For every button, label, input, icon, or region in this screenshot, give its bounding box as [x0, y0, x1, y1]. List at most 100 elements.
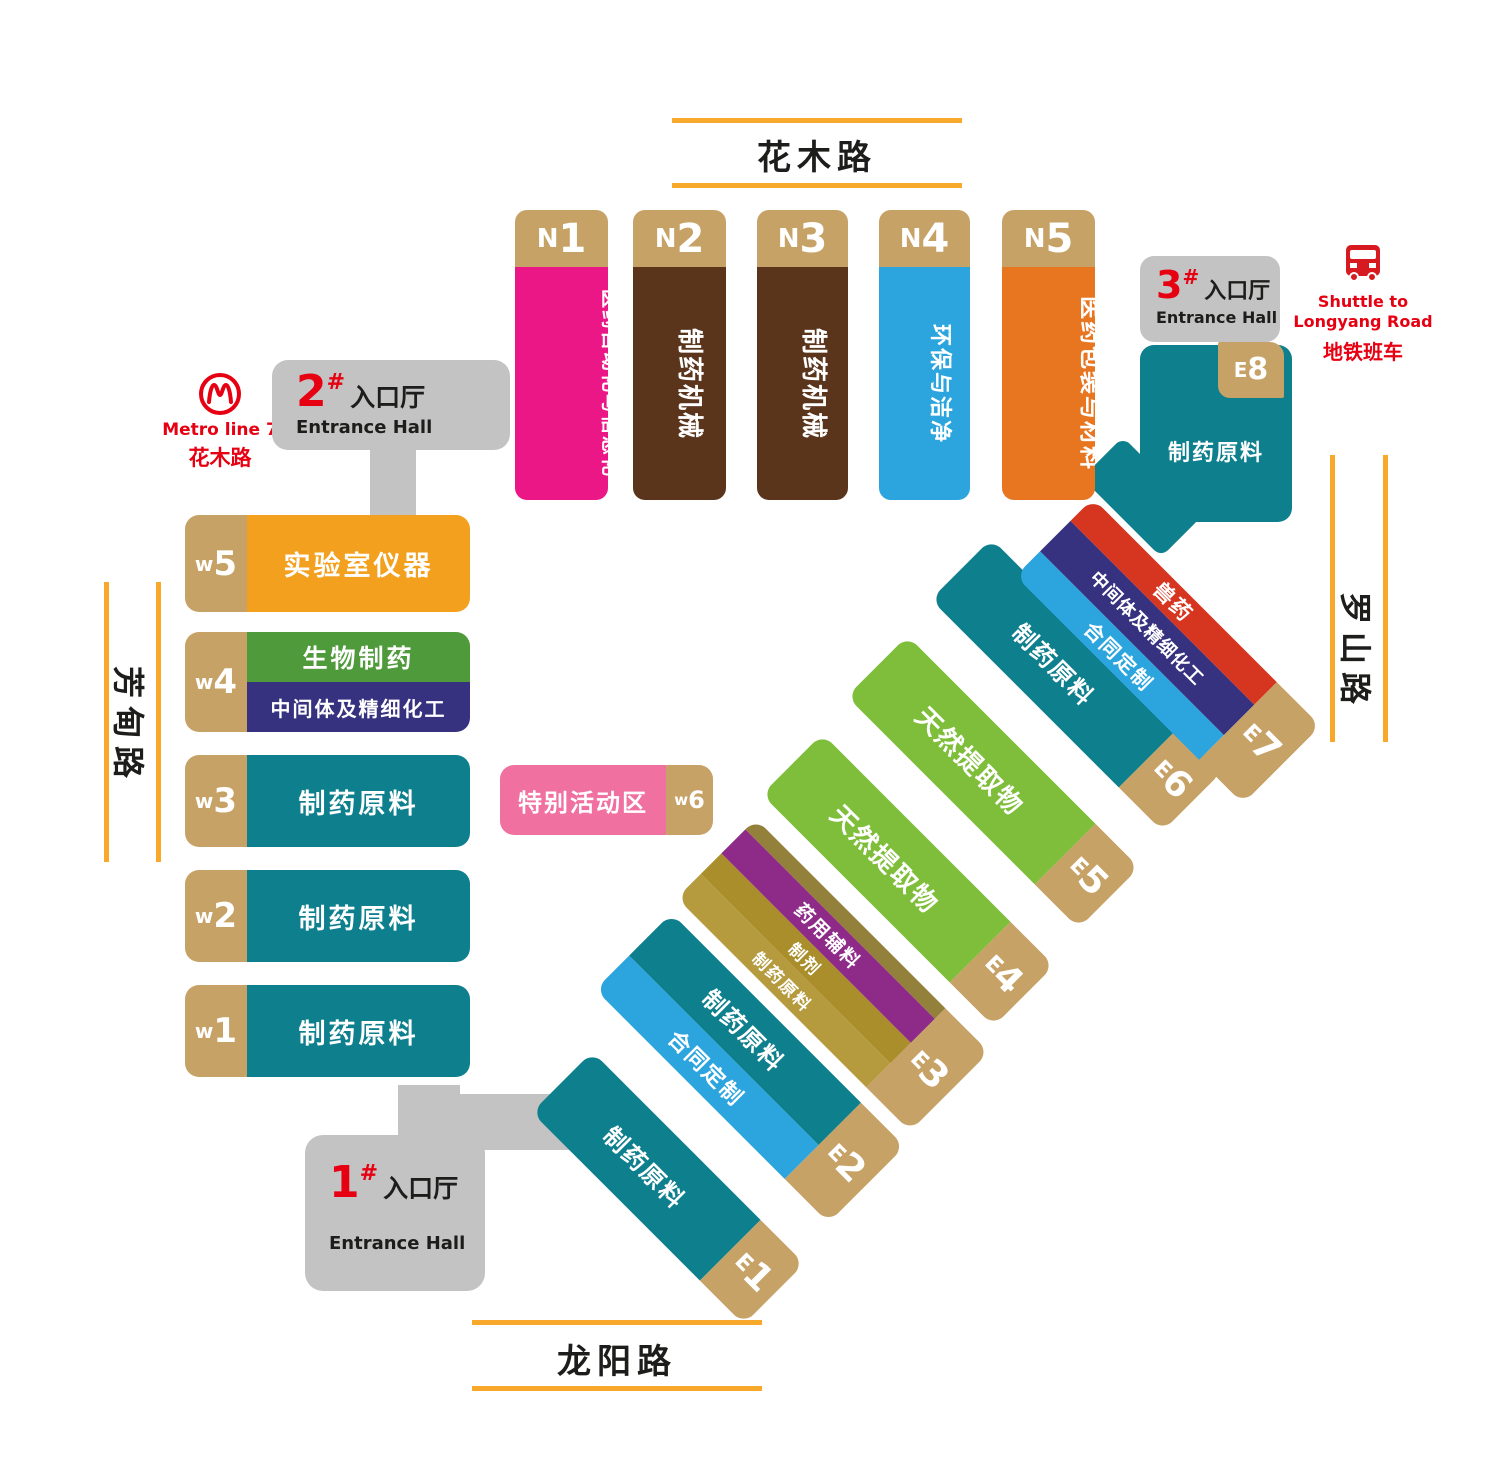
hall-segment: 医药自动化与信息化 — [515, 267, 608, 500]
hall-segment-label: 制药原料 — [298, 788, 419, 820]
hall-body: 制药原料 — [247, 755, 470, 847]
shuttle-label-line2: Longyang Road — [1293, 312, 1433, 331]
hall-segment-label: 天然提取物 — [824, 799, 945, 920]
hall-segment-label: 生物制药 — [302, 644, 415, 673]
entrance-hall-2-title: 2#入口厅 — [296, 370, 510, 414]
hall-segment: 实验室仪器 — [247, 515, 470, 612]
hall-cap-number: 2 — [213, 896, 238, 936]
entrance-cn-label: 入口厅 — [350, 383, 426, 412]
entrance-en-label: Entrance Hall — [329, 1233, 466, 1254]
road-label-top: 花木路 — [757, 138, 877, 178]
hall-segment-label: 医药自动化与信息化 — [599, 288, 608, 479]
hall-cap-letter: N — [777, 223, 800, 254]
entrance-number-hash: # — [326, 370, 346, 395]
hall-cap-letter: N — [536, 223, 559, 254]
hall-segment-label: 制药原料 — [298, 903, 419, 935]
hall-cap-letter: w — [194, 551, 214, 576]
metro-line-label: Metro line 7 — [162, 420, 278, 440]
hall-body: 医药自动化与信息化 实验室仪器 制药机械 — [515, 267, 608, 500]
hall-segment-label: 制药机械 — [674, 327, 705, 440]
hall-cap-number: 4 — [921, 215, 950, 262]
hall-segment: 医药包装与材料 — [1002, 267, 1095, 500]
hall-cap-number: 1 — [213, 1011, 238, 1051]
road-label-bottom: 龙阳路 — [557, 1342, 677, 1382]
hall-cap-number: 3 — [213, 781, 238, 821]
hall-cap-number: 2 — [676, 215, 705, 262]
road-line-top-lower — [672, 183, 962, 188]
entrance-number-hash: # — [359, 1161, 379, 1186]
road-line-right-inner — [1330, 455, 1335, 742]
shuttle-label-line1: Shuttle to — [1317, 292, 1409, 311]
hall-cap-letter: w — [194, 670, 214, 694]
entrance-number: 3 — [1156, 263, 1183, 307]
entrance-hall-3-title: 3#入口厅 — [1156, 263, 1280, 307]
entrance-en-label: Entrance Hall — [1156, 308, 1278, 327]
hall-segment-label: 制药原料 — [597, 1121, 691, 1215]
road-line-bottom-lower — [472, 1386, 762, 1391]
shuttle-bus-icon — [1340, 240, 1386, 286]
hall-segment: 制药机械 — [633, 267, 726, 500]
entrance-cn-label: 入口厅 — [383, 1174, 459, 1203]
hall-segment: 生物制药 — [247, 632, 470, 682]
hall-cap-letter: w — [674, 790, 689, 809]
hall-segment: 制药原料 — [247, 870, 470, 962]
hall-cap-letter: N — [899, 223, 922, 254]
hall-segment-label: 医药包装与材料 — [1077, 296, 1095, 471]
entrance-number-hash: # — [1182, 265, 1200, 289]
hall-segment: 制药原料 — [247, 985, 470, 1077]
hall-cap-letter: N — [654, 223, 677, 254]
hall-cap-number: 1 — [558, 215, 587, 262]
road-line-left-inner — [156, 582, 161, 862]
entrance-hall-1-title: 1#入口厅 — [329, 1161, 485, 1205]
hall-segment: 特别活动区 — [500, 765, 666, 835]
hall-body: 制药机械 — [633, 267, 726, 500]
road-line-top-upper — [672, 118, 962, 123]
hall-cap-letter: w — [194, 1019, 214, 1043]
hall-body: 环保与洁净 制药机械 — [879, 267, 970, 500]
hall-segment: 制药原料 — [247, 755, 470, 847]
hall-body: 制药原料 — [247, 985, 470, 1077]
hall-segment-label: 实验室仪器 — [283, 551, 434, 582]
hall-segment-label: 天然提取物 — [909, 701, 1030, 822]
hall-body: 制药原料 — [247, 870, 470, 962]
hall-cap-number: 3 — [799, 215, 828, 262]
hall-body: 实验室仪器 — [247, 515, 470, 612]
hall-cap-number: 5 — [213, 543, 238, 584]
hall-segment-label: 环保与洁净 — [927, 323, 953, 444]
hall-cap-letter: w — [194, 789, 214, 813]
hall-segment: 中间体及精细化工 — [247, 682, 470, 732]
road-line-left-outer — [104, 582, 109, 862]
entrance-hall-1: 1#入口厅 Entrance Hall — [305, 1135, 485, 1291]
hall-segment-label: 特别活动区 — [518, 788, 648, 817]
road-label-left: 芳甸路 — [109, 665, 147, 786]
entrance-number: 2 — [296, 366, 327, 417]
hall-body: 医药包装与材料 — [1002, 267, 1095, 500]
entrance-hall-2: 2#入口厅 Entrance Hall — [272, 360, 510, 450]
hall-cap-letter: E — [1233, 358, 1248, 382]
metro-station-label: 花木路 — [188, 446, 252, 470]
hall-cap-number: 4 — [213, 662, 238, 702]
entrance-cn-label: 入口厅 — [1204, 279, 1271, 304]
road-label-right: 罗山路 — [1336, 591, 1374, 712]
entrance-number: 1 — [329, 1157, 360, 1208]
